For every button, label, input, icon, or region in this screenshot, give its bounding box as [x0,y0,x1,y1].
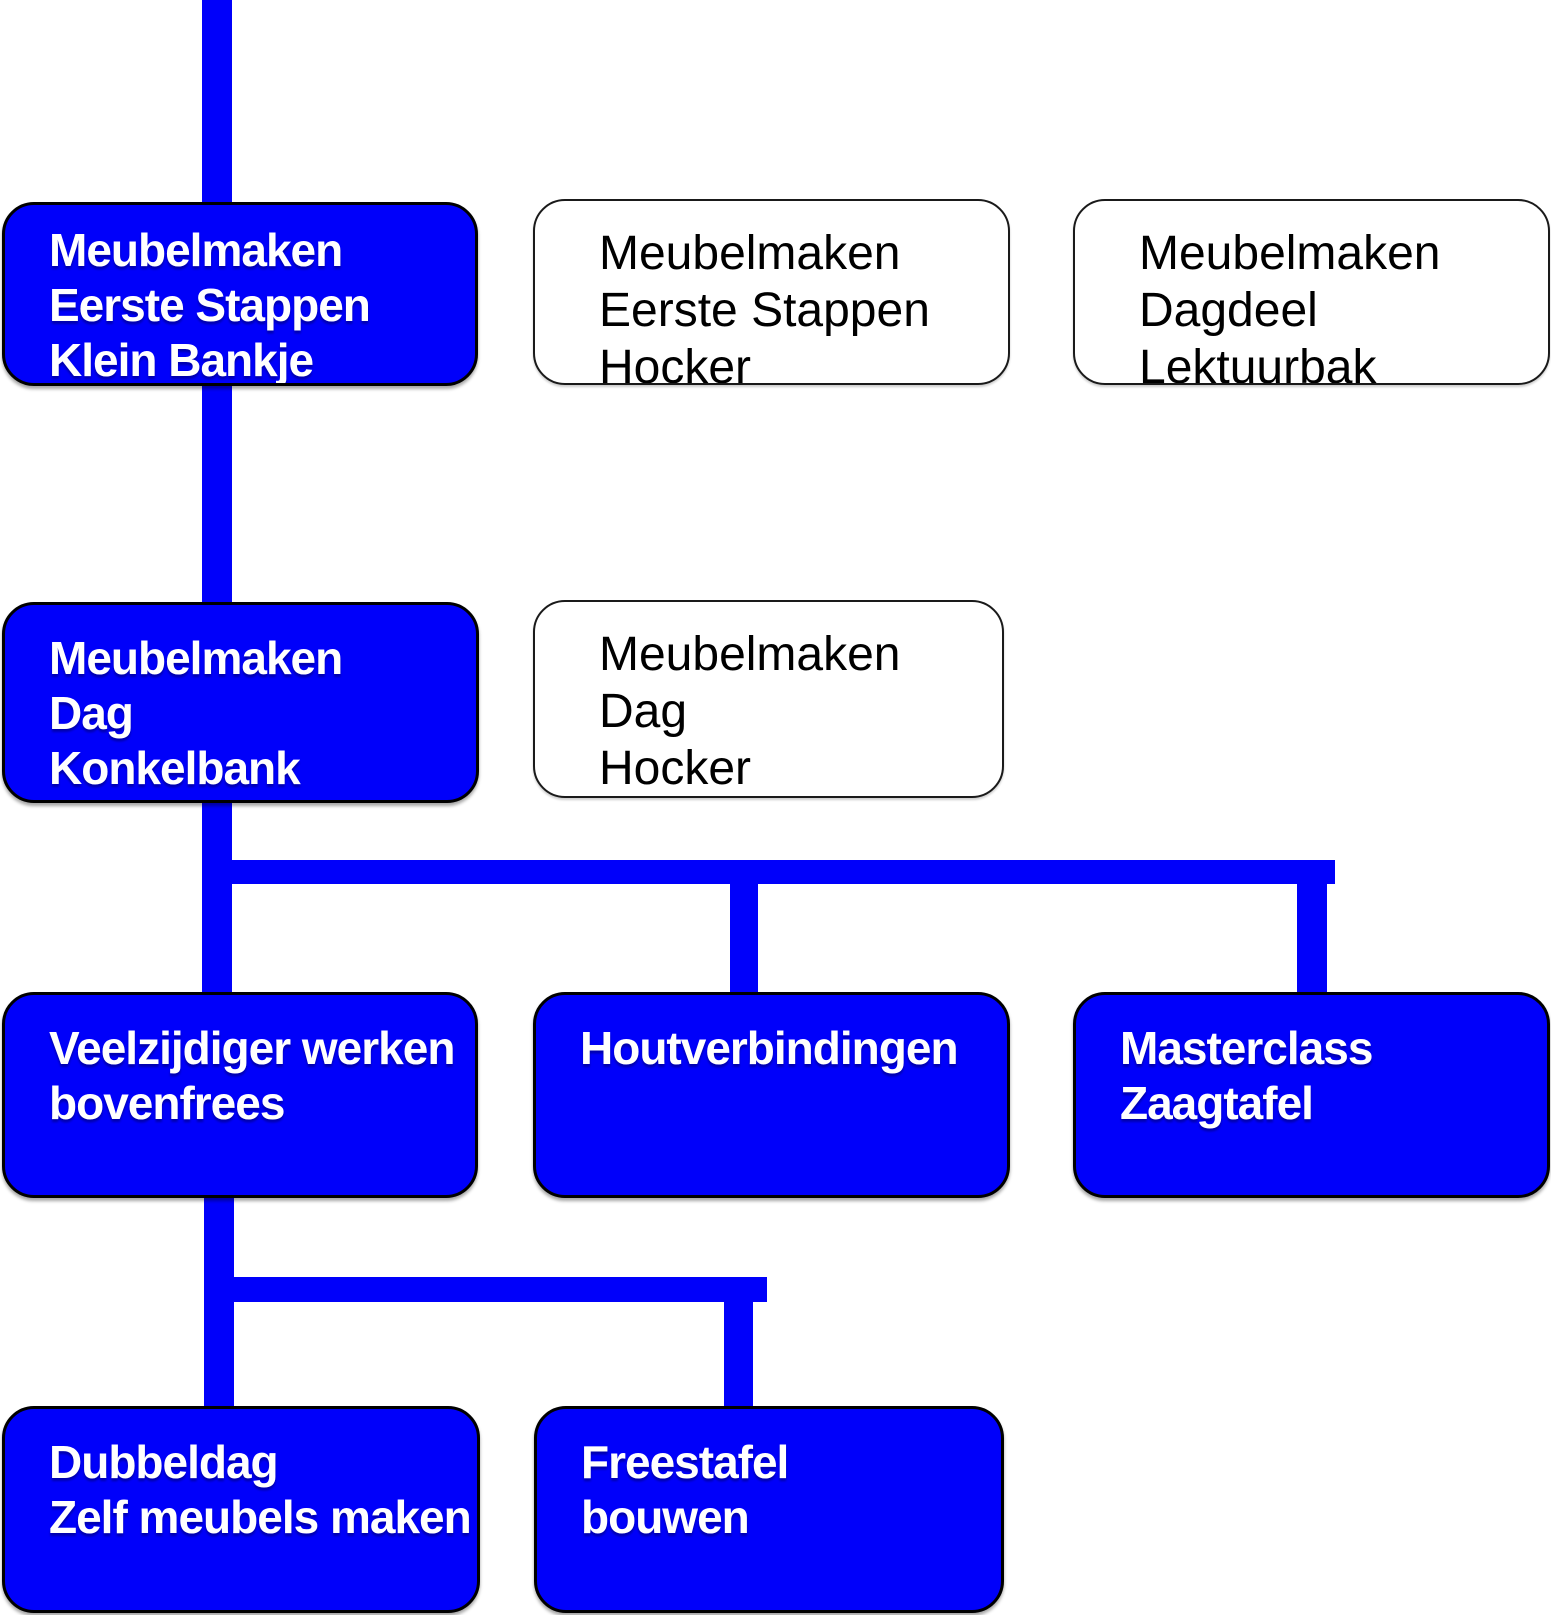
connector-drop-houtverbindingen [730,884,758,996]
node-line: Houtverbindingen [580,1022,959,1074]
node-line: Masterclass [1120,1022,1373,1074]
node-line: Klein Bankje [49,334,314,386]
node-line: Eerste Stappen [599,284,930,337]
connector-trunk-top [202,0,232,212]
node-meubelmaken-eerste-stappen-klein-bankje[interactable]: Meubelmaken Eerste Stappen Klein Bankje [2,202,478,386]
node-line: bouwen [581,1491,750,1543]
connector-branch-bar-lower [204,1277,767,1302]
node-meubelmaken-dagdeel-lektuurbak[interactable]: Meubelmaken Dagdeel Lektuurbak [1073,199,1550,385]
node-line: Meubelmaken [599,227,901,280]
connector-row2-to-row3 [202,800,232,996]
connector-drop-freestafel [724,1302,753,1408]
node-line: Dubbeldag [49,1436,279,1488]
node-line: bovenfrees [49,1077,285,1129]
node-meubelmaken-dag-konkelbank[interactable]: Meubelmaken Dag Konkelbank [2,602,479,803]
node-line: Freestafel [581,1436,789,1488]
node-dubbeldag-zelf-meubels-maken[interactable]: Dubbeldag Zelf meubels maken [2,1406,480,1613]
node-meubelmaken-eerste-stappen-hocker[interactable]: Meubelmaken Eerste Stappen Hocker [533,199,1010,385]
node-line: Meubelmaken [599,628,901,681]
connector-drop-masterclass [1297,884,1327,996]
node-freestafel-bouwen[interactable]: Freestafel bouwen [534,1406,1004,1613]
connector-row3-to-row4 [204,1196,234,1408]
node-line: Meubelmaken [1139,227,1441,280]
node-line: Veelzijdiger werken [49,1022,455,1074]
node-line: Konkelbank [49,742,301,794]
node-line: Lektuurbak [1139,341,1377,385]
node-veelzijdiger-werken-bovenfrees[interactable]: Veelzijdiger werken bovenfrees [2,992,478,1198]
node-line: Zelf meubels maken [49,1491,472,1543]
node-line: Hocker [599,341,752,385]
node-line: Meubelmaken [49,632,343,684]
node-line: Hocker [599,742,752,795]
node-houtverbindingen[interactable]: Houtverbindingen [533,992,1010,1198]
node-line: Meubelmaken [49,224,343,276]
node-masterclass-zaagtafel[interactable]: Masterclass Zaagtafel [1073,992,1550,1198]
node-line: Zaagtafel [1120,1077,1314,1129]
node-meubelmaken-dag-hocker[interactable]: Meubelmaken Dag Hocker [533,600,1004,798]
node-line: Dag [599,685,688,738]
node-line: Dagdeel [1139,284,1318,337]
node-line: Eerste Stappen [49,279,371,331]
node-line: Dag [49,687,134,739]
connector-branch-bar-upper [202,860,1335,884]
connector-row1-to-row2 [202,378,232,606]
